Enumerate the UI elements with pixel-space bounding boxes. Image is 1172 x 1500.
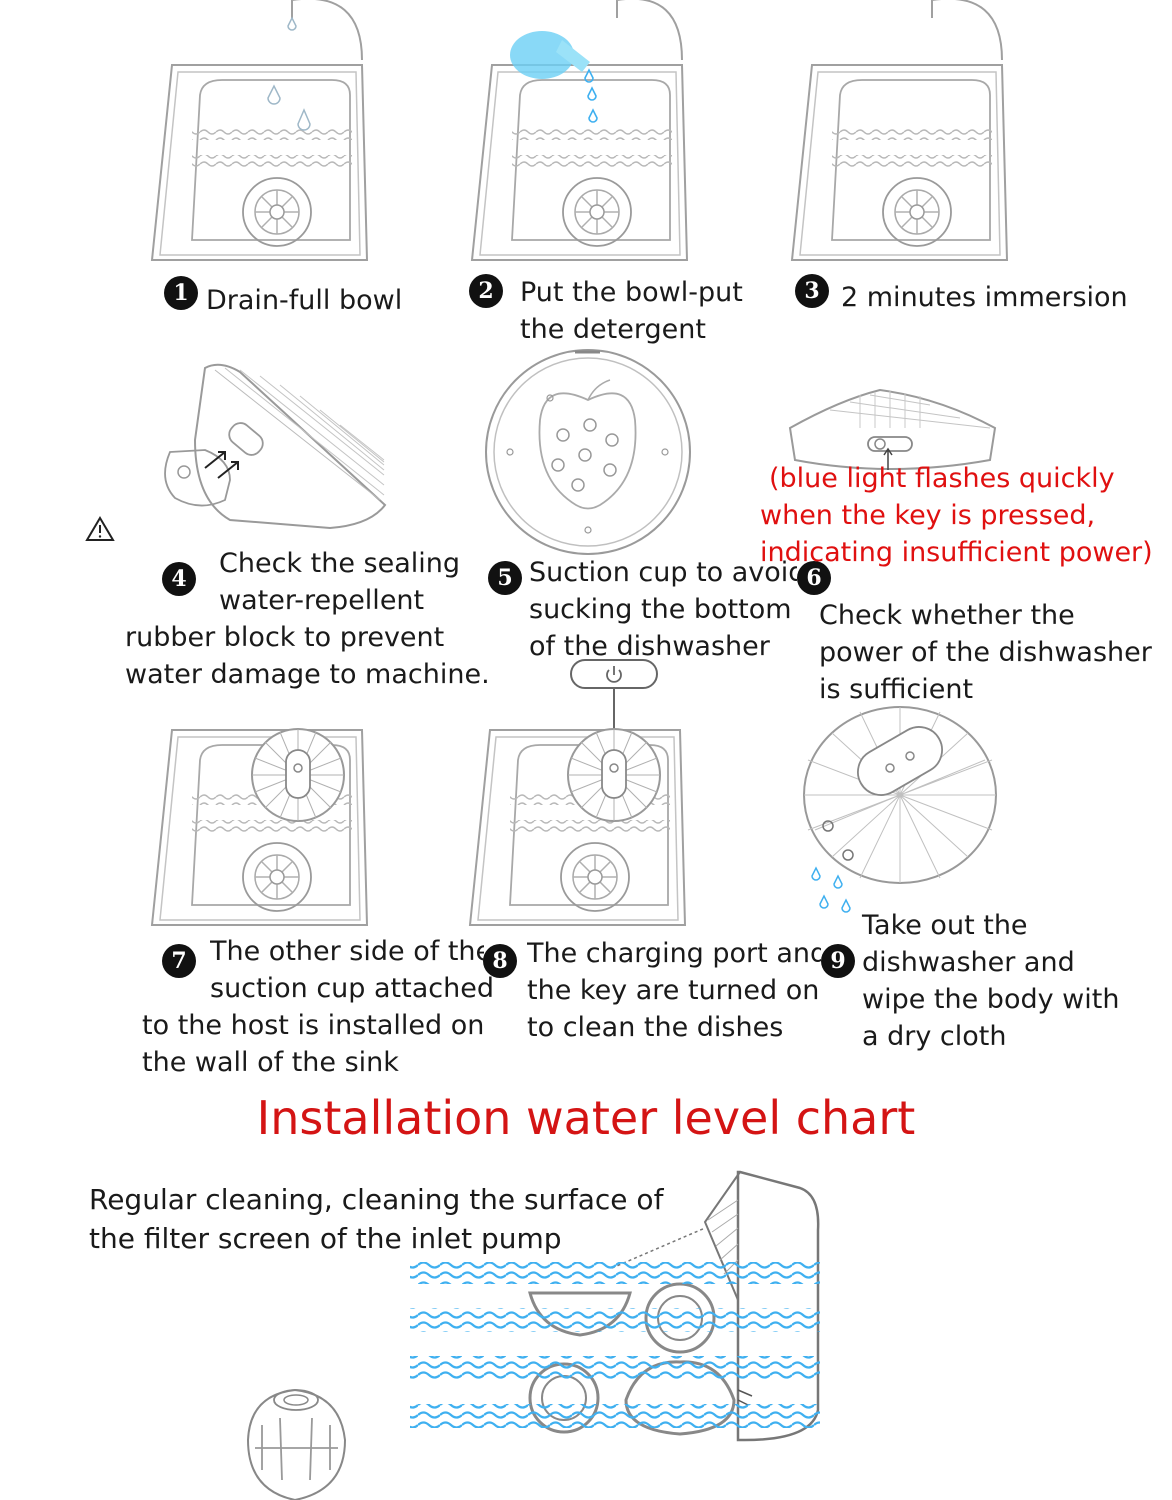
power-warning-note-line-2: when the key is pressed, [760,500,1096,531]
step-9-caption-line-4: a dry cloth [862,1021,1007,1052]
step-7-caption-line-3: to the host is installed on [142,1010,485,1041]
step-7-number-badge: 7 [162,944,196,978]
step-5-caption-line-2: sucking the bottom [529,594,792,625]
step-9-caption-line-1: Take out the [862,910,1028,941]
maintenance-note-line-2: the filter screen of the inlet pump [89,1222,562,1255]
sink-7-illustration [151,728,368,926]
step-1-number-badge: 1 [164,276,198,310]
step-8-caption-line-1: The charging port and [527,938,821,969]
step-4-caption-line-2: water-repellent [219,585,425,616]
sealing-block-illustration [164,363,387,530]
sink-2-illustration [471,0,688,261]
power-warning-note-line-1: (blue light flashes quickly [769,463,1115,494]
warning-triangle-icon [85,516,115,541]
step-7-caption-line-2: suction cup attached [210,973,494,1004]
filter-screen-illustration [246,1388,347,1500]
power-check-illustration [788,388,997,470]
step-5-caption-line-1: Suction cup to avoid [529,557,797,588]
step-6-caption-line-2: power of the dishwasher [819,637,1152,668]
step-9-number-badge: 9 [821,944,855,978]
step-9-caption-line-3: wipe the body with [862,984,1120,1015]
sink-8-illustration [469,728,686,926]
step-8-caption-line-2: the key are turned on [527,975,820,1006]
step-3-caption-line-1: 2 minutes immersion [841,282,1128,313]
step-4-caption-line-3: rubber block to prevent [125,622,445,653]
step-6-number-badge: 6 [797,561,831,595]
suction-cup-illustration [485,349,691,555]
step-5-number-badge: 5 [488,561,522,595]
step-4-caption-line-4: water damage to machine. [125,659,490,690]
step-2-caption-line-1: Put the bowl-put [520,277,743,308]
power-icon [570,659,658,730]
step-8-caption-line-3: to clean the dishes [527,1012,784,1043]
step-7-caption-line-4: the wall of the sink [142,1047,399,1078]
step-7-caption-line-1: The other side of the [210,936,484,967]
step-2-number-badge: 2 [469,274,503,308]
step-5-caption-line-3: of the dishwasher [529,631,770,662]
step-9-caption-line-2: dishwasher and [862,947,1075,978]
section-title: Installation water level chart [256,1091,916,1145]
maintenance-note-line-1: Regular cleaning, cleaning the surface o… [89,1183,664,1216]
wipe-device-illustration [803,706,997,913]
step-1-caption-line-1: Drain-full bowl [206,285,403,316]
step-6-caption-line-3: is sufficient [819,674,974,705]
water-level-diagram [410,1170,820,1442]
step-3-number-badge: 3 [795,274,829,308]
step-4-caption-line-1: Check the sealing [219,548,461,579]
step-6-caption-line-1: Check whether the [819,600,1075,631]
sink-1-illustration [151,0,368,261]
sink-3-illustration [791,0,1008,261]
step-8-number-badge: 8 [483,944,517,978]
step-4-number-badge: 4 [162,562,196,596]
step-2-caption-line-2: the detergent [520,314,706,345]
power-warning-note-line-3: indicating insufficient power) [760,537,1153,568]
